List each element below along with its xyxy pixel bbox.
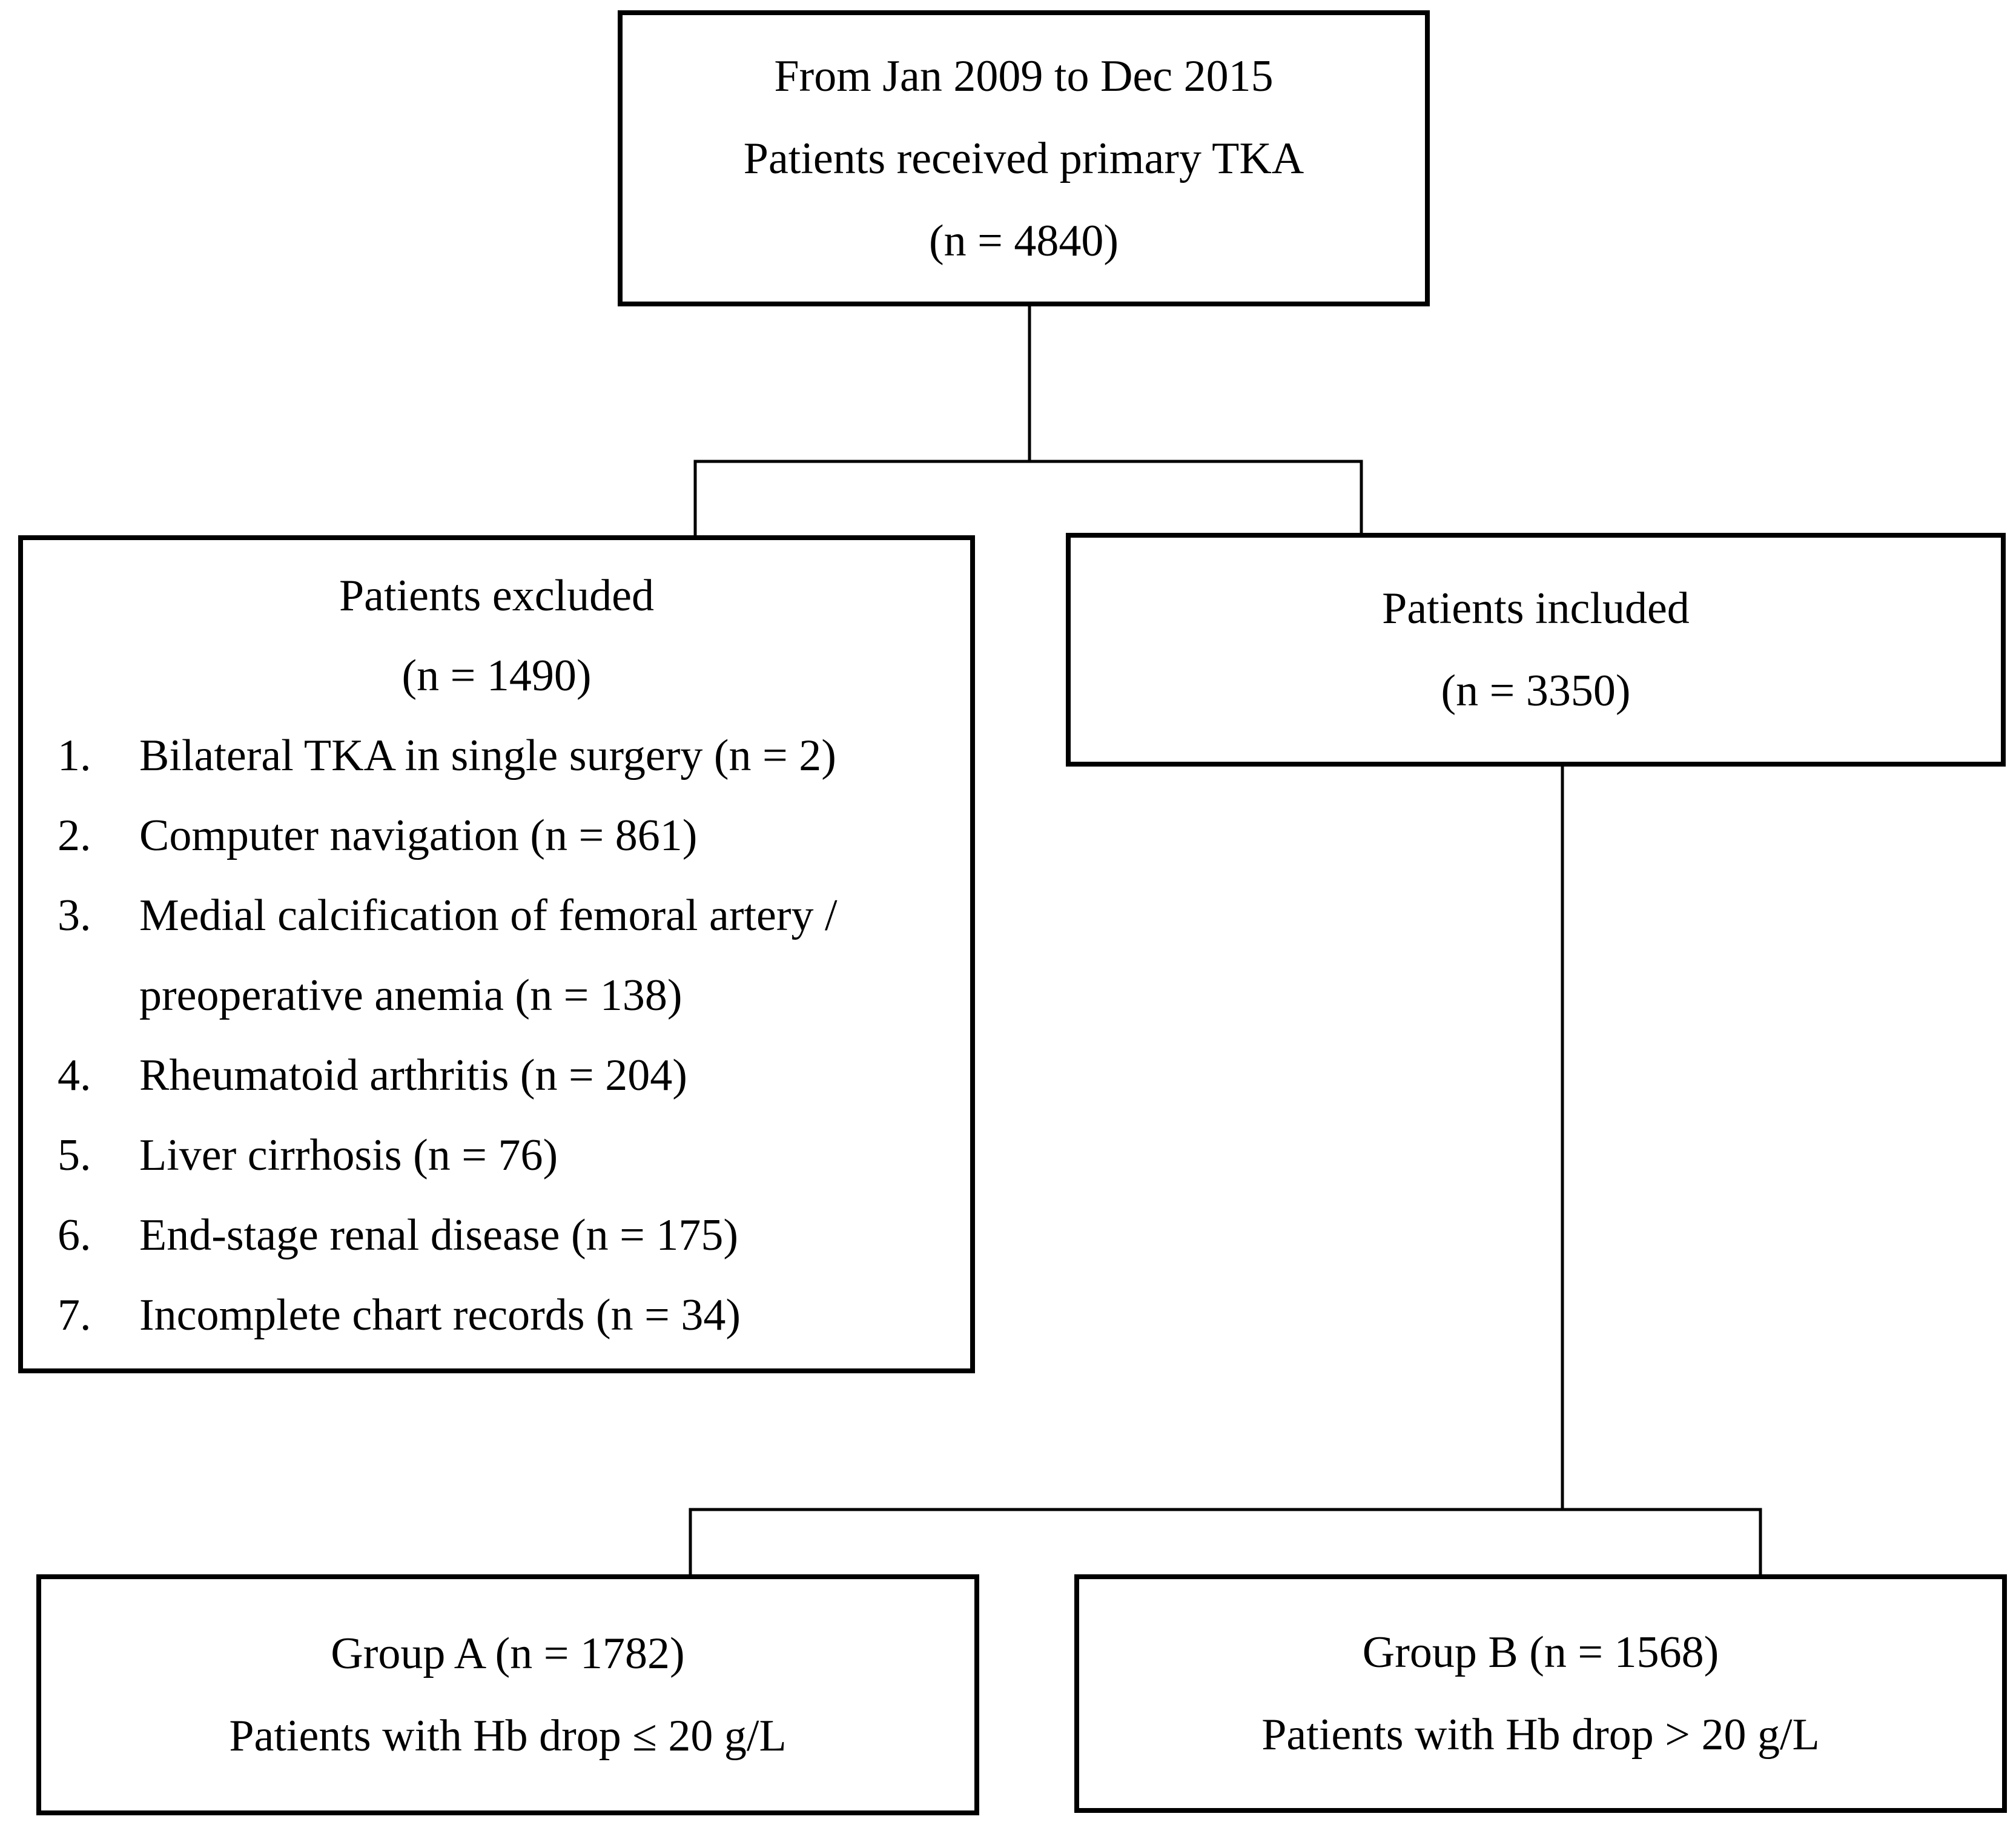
exclusion-list: 1. Bilateral TKA in single surgery (n = 2… xyxy=(23,716,970,1355)
exclusion-item-text: Incomplete chart records (n = 34) xyxy=(139,1290,741,1340)
exclusion-item-number: 5. xyxy=(58,1130,91,1180)
enrollment-description: Patients received primary TKA xyxy=(743,133,1304,183)
excluded-box: Patients excluded (n = 1490) 1. Bilateral… xyxy=(18,535,975,1373)
group-b-title: Group B (n = 1568) xyxy=(1362,1628,1719,1677)
exclusion-item-text: Medial calcification of femoral artery /… xyxy=(139,891,838,1020)
exclusion-item-text: Rheumatoid arthritis (n = 204) xyxy=(139,1051,687,1100)
group-b-subtitle: Patients with Hb drop > 20 g/L xyxy=(1261,1710,1820,1760)
group-a-subtitle: Patients with Hb drop ≤ 20 g/L xyxy=(229,1711,787,1761)
enrollment-period: From Jan 2009 to Dec 2015 xyxy=(774,51,1274,101)
exclusion-item: 2. Computer navigation (n = 861) xyxy=(23,796,970,876)
exclusion-item-text: Computer navigation (n = 861) xyxy=(139,811,698,860)
exclusion-item-text: Liver cirrhosis (n = 76) xyxy=(139,1130,558,1180)
exclusion-item-number: 7. xyxy=(58,1290,91,1340)
connector-top-to-second-level xyxy=(693,306,1363,535)
exclusion-item: 7. Incomplete chart records (n = 34) xyxy=(23,1275,970,1355)
enrollment-box: From Jan 2009 to Dec 2015 Patients recei… xyxy=(618,10,1430,306)
connector-included-to-groups xyxy=(689,766,1762,1577)
exclusion-item: 4. Rheumatoid arthritis (n = 204) xyxy=(23,1035,970,1115)
group-a-box: Group A (n = 1782) Patients with Hb drop… xyxy=(36,1574,979,1815)
group-a-title: Group A (n = 1782) xyxy=(331,1629,685,1678)
exclusion-item: 6. End-stage renal disease (n = 175) xyxy=(23,1195,970,1275)
exclusion-item: 1. Bilateral TKA in single surgery (n = 2… xyxy=(23,716,970,796)
included-box: Patients included (n = 3350) xyxy=(1066,533,2006,767)
exclusion-item-number: 2. xyxy=(58,811,91,860)
exclusion-item-number: 4. xyxy=(58,1051,91,1100)
group-b-box: Group B (n = 1568) Patients with Hb drop… xyxy=(1074,1574,2007,1813)
included-title: Patients included xyxy=(1382,584,1690,633)
exclusion-item-text: End-stage renal disease (n = 175) xyxy=(139,1210,738,1260)
exclusion-item-number: 6. xyxy=(58,1210,91,1260)
excluded-count: (n = 1490) xyxy=(402,651,592,701)
included-count: (n = 3350) xyxy=(1441,666,1631,716)
exclusion-item-number: 3. xyxy=(58,891,91,940)
enrollment-count: (n = 4840) xyxy=(928,216,1119,266)
exclusion-item: 5. Liver cirrhosis (n = 76) xyxy=(23,1115,970,1195)
exclusion-item: 3. Medial calcification of femoral artery… xyxy=(23,876,970,1035)
exclusion-item-text: Bilateral TKA in single surgery (n = 2) xyxy=(139,731,836,780)
excluded-title: Patients excluded xyxy=(339,571,654,621)
exclusion-item-number: 1. xyxy=(58,731,91,780)
